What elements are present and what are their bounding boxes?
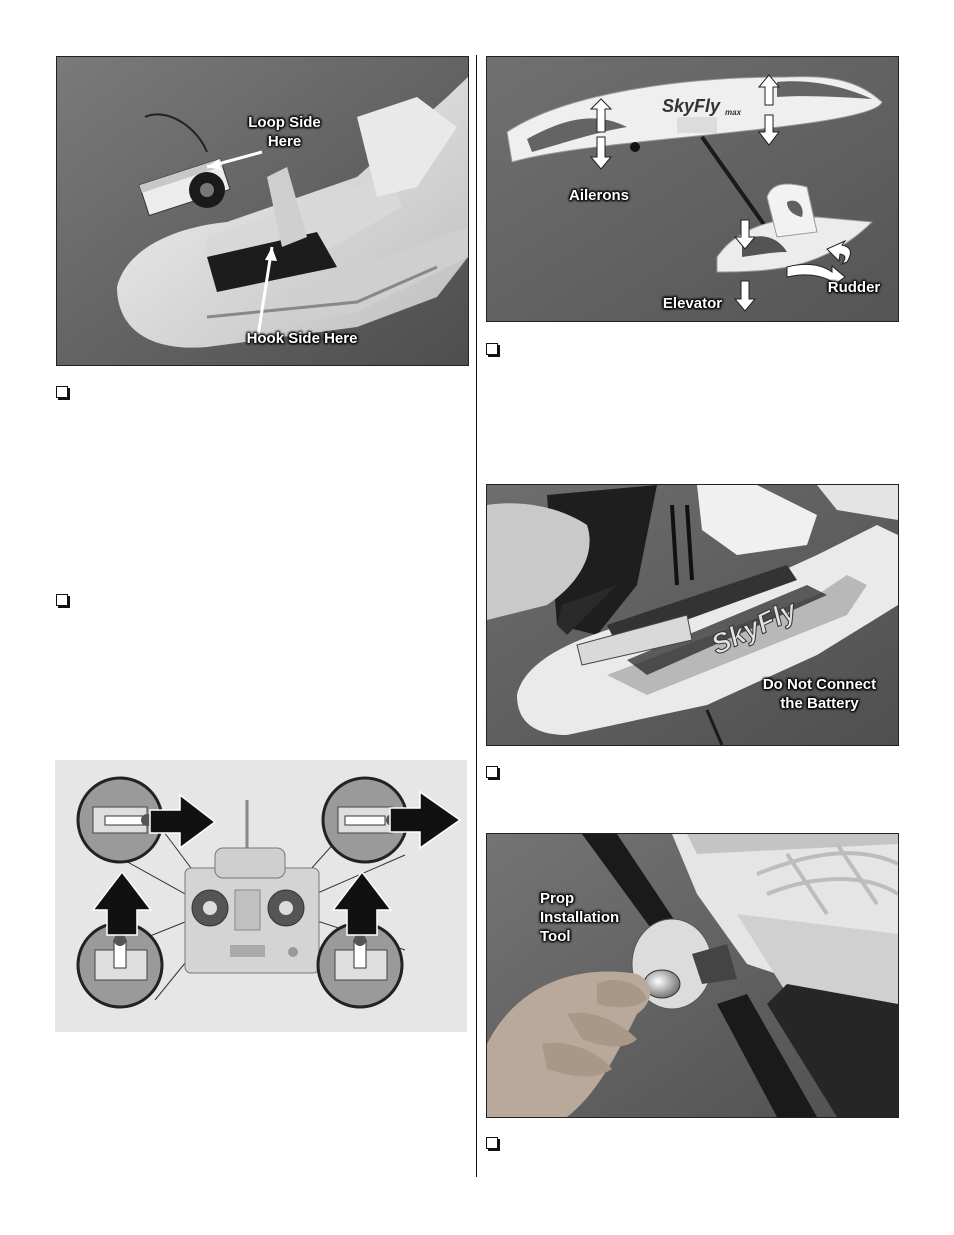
label-prop-tool: Prop Installation Tool	[540, 890, 620, 945]
photo-control-surfaces: SkyFly max Ailerons Elevator Rudder	[486, 56, 899, 322]
right-arrow-icon	[389, 790, 462, 850]
prop-tool-illustration	[487, 834, 898, 1117]
transmitter-icon	[184, 800, 320, 974]
label-hook-side: Hook Side Here	[246, 330, 358, 347]
step-checkbox-1[interactable]	[56, 386, 68, 398]
label-ailerons: Ailerons	[568, 187, 629, 204]
right-arrow-icon	[149, 793, 217, 850]
skyfly-logo-text: SkyFly	[662, 96, 721, 116]
label-elevator: Elevator	[662, 295, 723, 312]
transmitter-diagram	[55, 760, 467, 1032]
battery-compartment-illustration	[57, 57, 468, 365]
photo-prop-tool: Prop Installation Tool	[486, 833, 899, 1118]
label-rudder: Rudder	[827, 279, 881, 296]
stick-zoom-top-right	[321, 776, 409, 864]
step-checkbox-3[interactable]	[486, 343, 498, 355]
svg-text:max: max	[725, 108, 742, 117]
stick-zoom-bottom-right	[316, 921, 404, 1009]
battery-install-illustration: SkyFly	[487, 485, 898, 745]
control-surfaces-illustration: SkyFly max	[487, 57, 898, 321]
step-checkbox-5[interactable]	[486, 1137, 498, 1149]
label-loop-side: Loop Side Here	[248, 114, 321, 150]
stick-zoom-bottom-left	[76, 921, 164, 1009]
transmitter-stick-diagram	[55, 760, 467, 1032]
up-arrow-icon	[331, 870, 393, 936]
up-arrow-icon	[91, 870, 153, 936]
photo-battery-velcro: Loop Side Here Hook Side Here	[56, 56, 469, 366]
step-checkbox-4[interactable]	[486, 766, 498, 778]
column-divider	[476, 55, 477, 1177]
label-do-not-connect: Do Not Connect the Battery	[762, 676, 877, 712]
step-checkbox-2[interactable]	[56, 594, 68, 606]
photo-battery-install: SkyFly Do Not Connect the Battery	[486, 484, 899, 746]
stick-zoom-top-left	[76, 776, 164, 864]
